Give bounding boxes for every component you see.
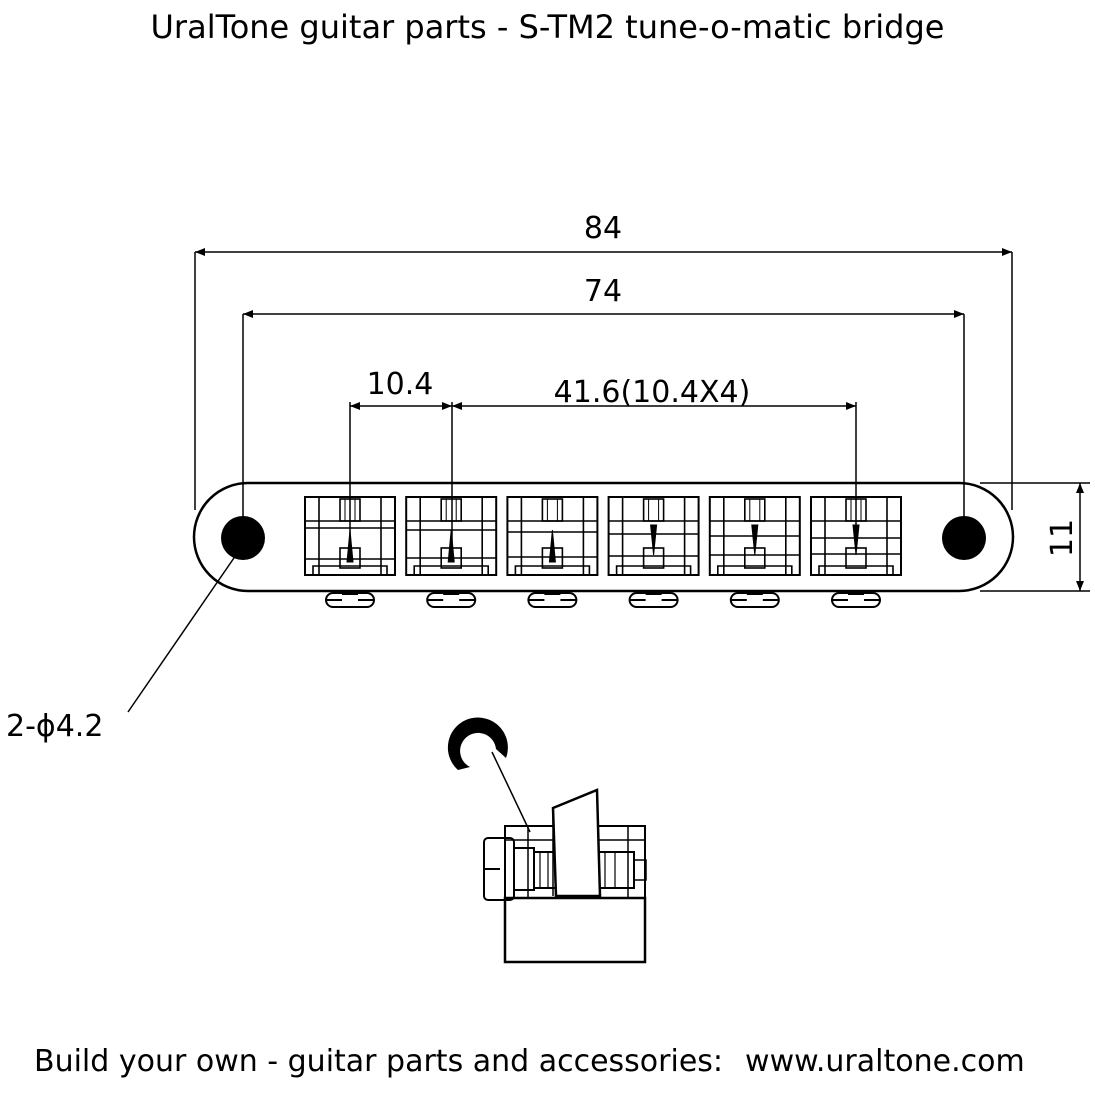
mount-hole-right: [942, 516, 986, 560]
dimension-label-overall-length: 84: [584, 211, 622, 246]
dimension-mount-spacing: 74: [242, 274, 965, 530]
mount-hole-leader: 2-ϕ4.2: [6, 554, 237, 744]
bridge-body: [192, 481, 1015, 593]
website-link[interactable]: www.uraltone.com: [745, 1044, 1025, 1079]
saddle-2: [405, 496, 498, 608]
saddle-4: [607, 496, 700, 608]
saddle-6: [810, 496, 902, 608]
dimension-label-saddle-span: 41.6(10.4X4): [554, 375, 751, 410]
dimension-saddle-spacing: 10.4 41.6(10.4X4): [349, 367, 857, 545]
dimension-label-mount-spacing: 74: [584, 274, 622, 309]
footer: Build your own - guitar parts and access…: [34, 1044, 1025, 1079]
saddle-5: [708, 496, 801, 608]
saddle-group: [304, 496, 902, 608]
dimension-label-saddle-spacing: 10.4: [367, 367, 434, 402]
mount-hole-callout: 2-ϕ4.2: [6, 709, 103, 744]
dimension-height: 11: [980, 482, 1090, 592]
retaining-clip-icon: [447, 717, 508, 770]
footer-text: Build your own - guitar parts and access…: [34, 1044, 724, 1079]
dimension-label-height: 11: [1045, 519, 1080, 557]
dimension-overall-length: 84: [194, 211, 1013, 510]
saddle-1: [304, 496, 396, 608]
saddle-3: [506, 496, 599, 608]
page-title: UralTone guitar parts - S-TM2 tune-o-mat…: [150, 8, 945, 46]
bridge-side-view: [447, 717, 647, 964]
mount-hole-left: [221, 516, 265, 560]
